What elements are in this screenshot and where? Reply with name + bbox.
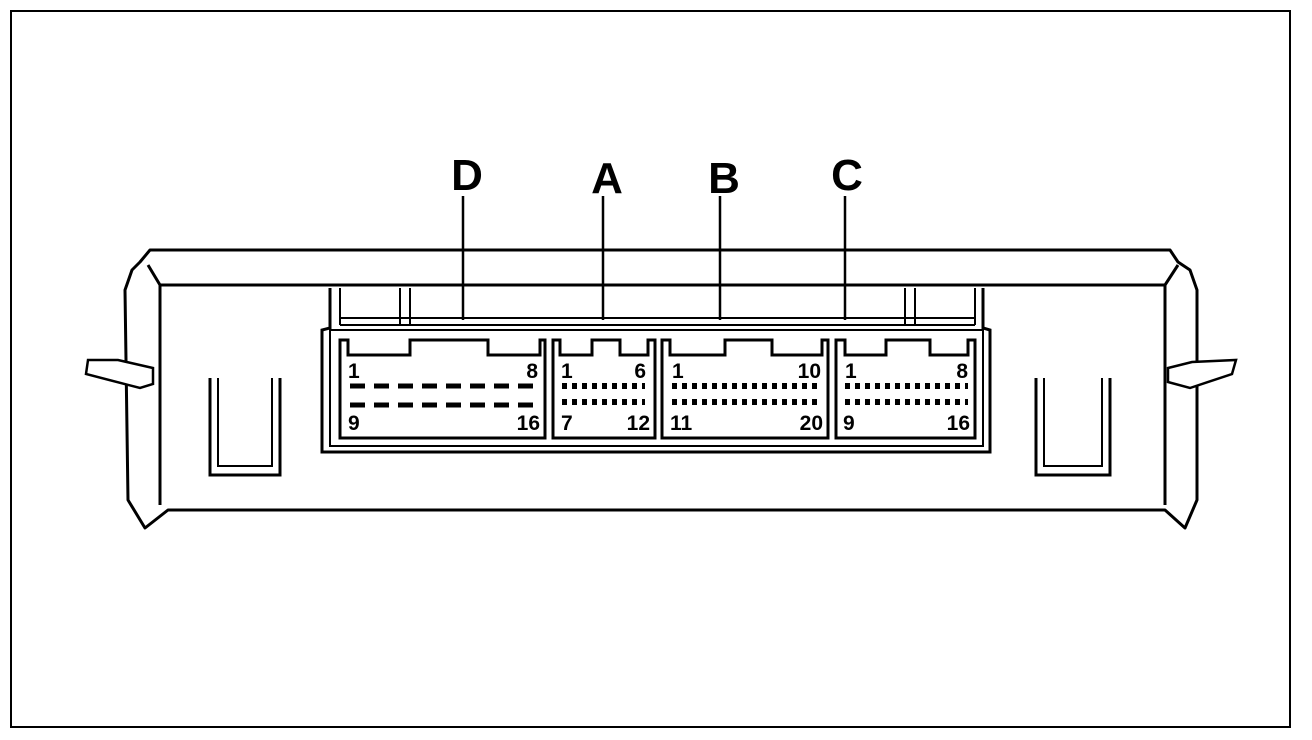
left-mounting-tab — [84, 358, 155, 390]
left-mounting-slot — [208, 378, 282, 477]
connector-c-pin-8: 8 — [956, 360, 968, 383]
connector-b: 1 10 11 20 — [660, 338, 830, 440]
connector-c-pin-16: 16 — [947, 412, 970, 435]
connector-b-pin-11: 11 — [670, 412, 693, 435]
connector-c-pins — [845, 383, 968, 405]
connector-a-pin-1: 1 — [561, 360, 573, 383]
callout-a: A — [591, 154, 623, 203]
connector-a-pin-12: 12 — [627, 412, 650, 435]
connector-d-pin-9: 9 — [348, 412, 360, 435]
connector-b-pin-20: 20 — [800, 412, 823, 435]
connector-b-pins — [672, 383, 820, 405]
connector-b-pin-10: 10 — [798, 360, 821, 383]
connector-shroud — [320, 288, 992, 454]
right-mounting-tab — [1166, 358, 1238, 390]
connector-d-pin-16: 16 — [517, 412, 540, 435]
mounting-slots — [208, 378, 1112, 477]
mounting-tabs — [84, 358, 1238, 390]
connector-a-pin-7: 7 — [561, 412, 573, 435]
callout-d: D — [451, 151, 483, 200]
right-mounting-slot — [1034, 378, 1112, 477]
callout-c: C — [831, 151, 863, 200]
connector-a-pins — [562, 383, 645, 405]
connector-c-pin-9: 9 — [843, 412, 855, 435]
connector-d-pin-1: 1 — [348, 360, 360, 383]
connector-a-pin-6: 6 — [634, 360, 646, 383]
connector-b-pin-1: 1 — [672, 360, 684, 383]
connector-d-pins — [350, 383, 538, 408]
connector-c: 1 8 9 16 — [834, 338, 977, 440]
connector-c-pin-1: 1 — [845, 360, 857, 383]
connector-d-pin-8: 8 — [526, 360, 538, 383]
connector-a: 1 6 7 12 — [551, 338, 657, 440]
connector-d: 1 8 9 16 — [338, 338, 547, 440]
callout-leaders — [461, 196, 847, 320]
callout-b: B — [708, 154, 740, 203]
